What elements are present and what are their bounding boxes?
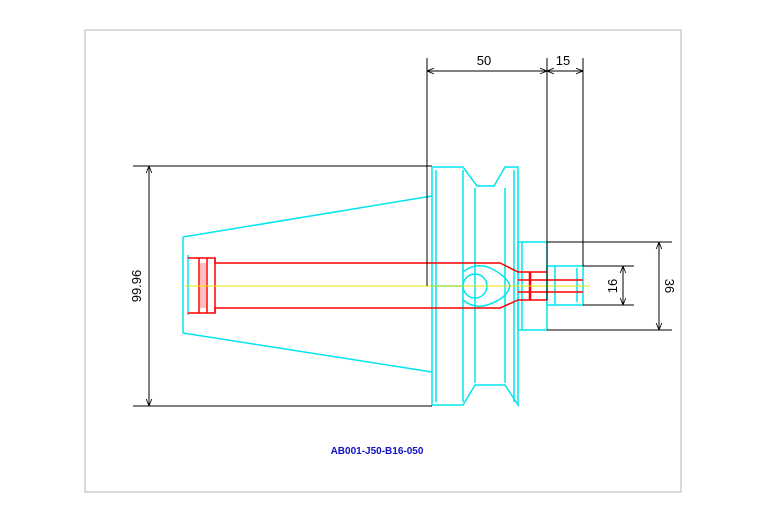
drawing-frame xyxy=(84,29,682,493)
dim-label-overall-diameter: 99.96 xyxy=(129,270,144,303)
part-number-label: AB001-J50-B16-050 xyxy=(331,446,424,457)
dim-label-diameter-inner: 16 xyxy=(605,279,620,293)
dim-label-diameter-outer: 36 xyxy=(662,279,677,293)
dimension-lines xyxy=(133,58,672,407)
dim-label-length-a: 50 xyxy=(477,53,491,68)
dim-label-length-b: 15 xyxy=(556,53,570,68)
